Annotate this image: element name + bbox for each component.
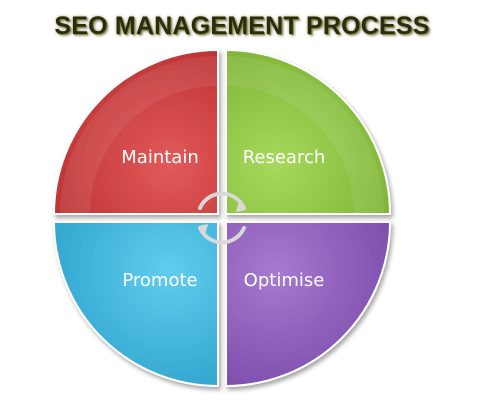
quadrant-research (225, 48, 392, 215)
quadrant-optimise (225, 221, 392, 388)
label-optimise: Optimise (244, 270, 325, 291)
gloss-highlight (60, 56, 218, 214)
label-promote: Promote (122, 270, 197, 291)
label-research: Research (243, 147, 326, 168)
gloss-highlight (226, 56, 384, 214)
quadrant-maintain (52, 48, 219, 215)
diagram-title: SEO MANAGEMENT PROCESS (54, 12, 430, 40)
cycle-arrows-icon (198, 191, 246, 245)
quadrant-promote (52, 221, 219, 388)
label-maintain: Maintain (121, 147, 198, 168)
